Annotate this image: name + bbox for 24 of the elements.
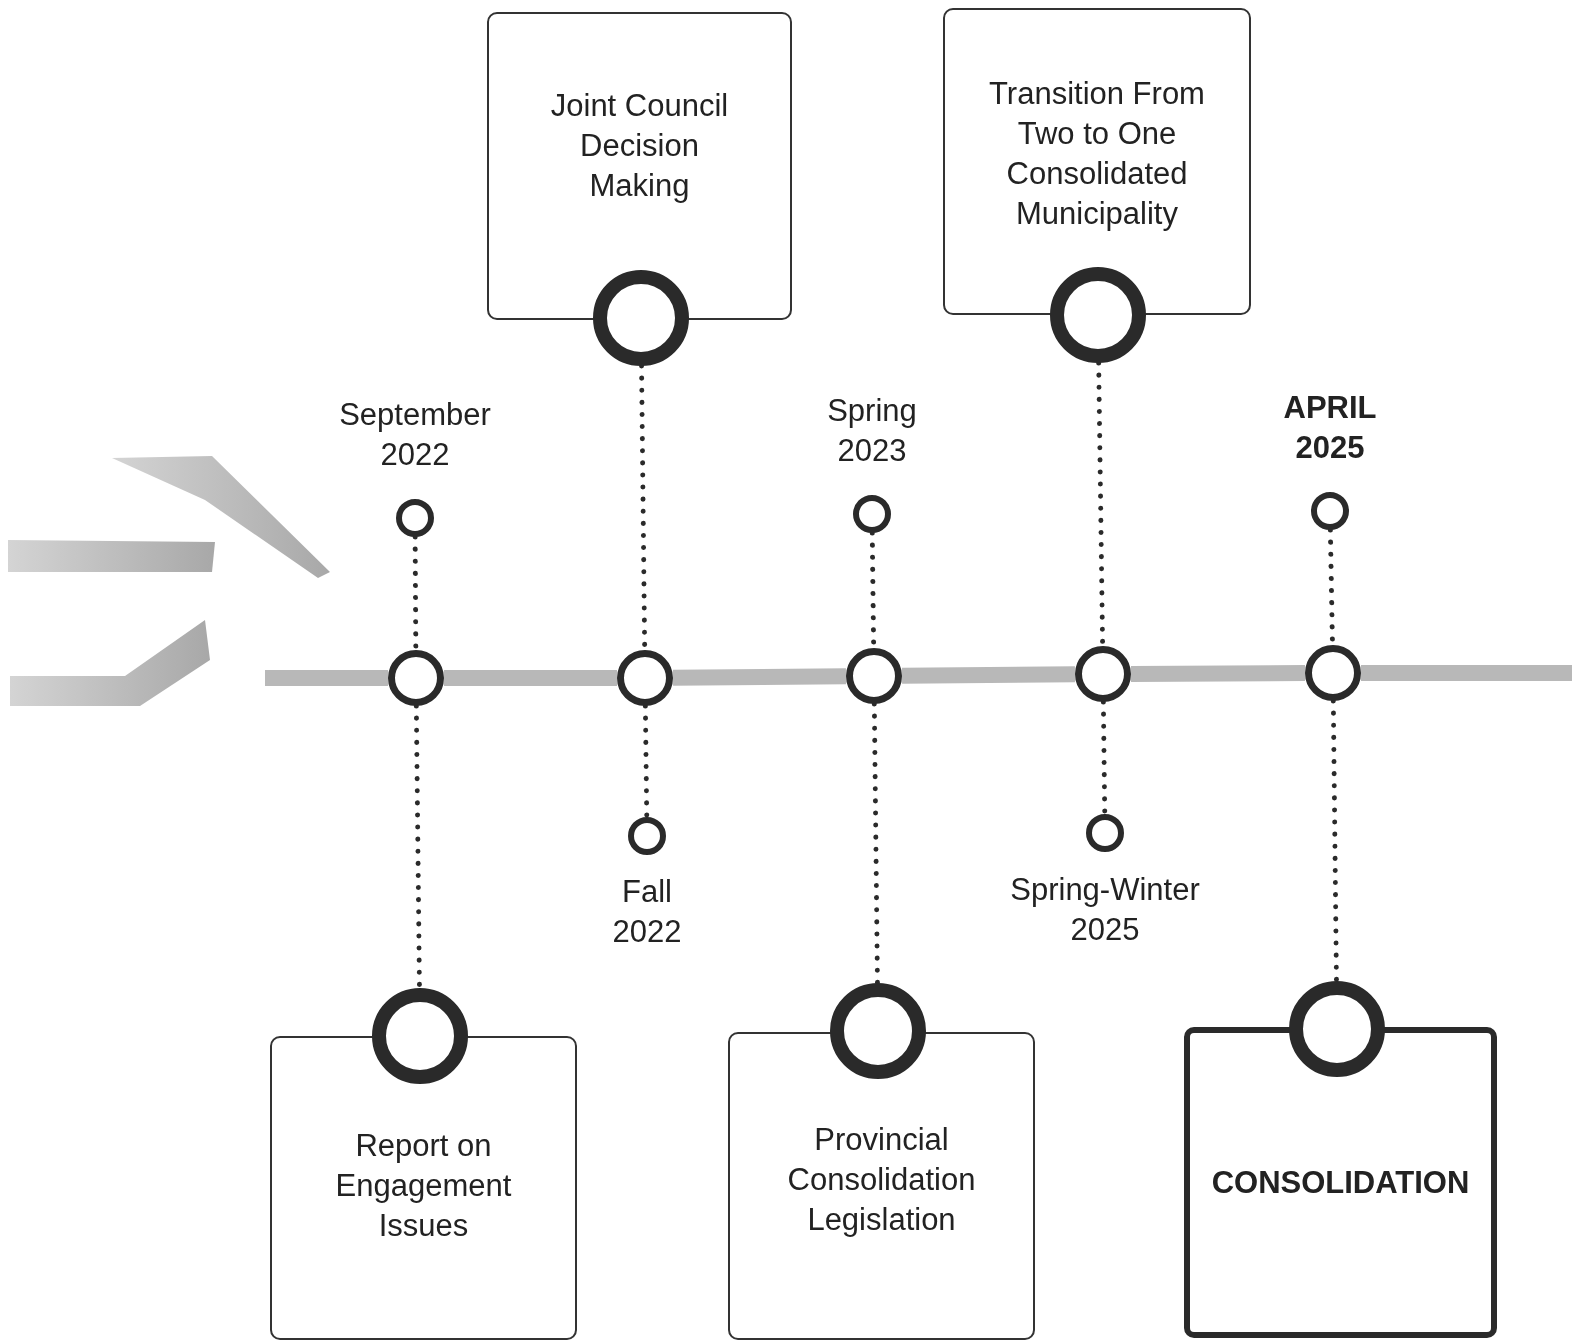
date-label: September 2022: [338, 396, 492, 474]
milestone-text: Provincial Consolidation Legislation: [786, 1121, 977, 1239]
timeline-bar: [1130, 665, 1306, 682]
milestone-text: Joint Council Decision Making: [549, 87, 730, 205]
timeline-bar: [265, 670, 388, 686]
timeline-bar: [672, 668, 847, 686]
timeline-bar: [1361, 665, 1572, 681]
dotted-connector: [871, 701, 880, 986]
milestone-box: [1184, 1027, 1497, 1338]
milestone-box: [270, 1036, 577, 1340]
timeline-bar: [901, 666, 1076, 684]
dotted-connector: [642, 703, 650, 820]
milestone-box: [728, 1032, 1035, 1340]
date-label: Spring-Winter 2025: [1009, 871, 1201, 949]
milestone-box: [943, 8, 1251, 315]
milestone-text: CONSOLIDATION: [1210, 1163, 1471, 1202]
milestone-text: Transition From Two to One Consolidated Municipality: [988, 75, 1206, 233]
date-label: APRIL 2025: [1282, 389, 1378, 467]
date-label: Fall 2022: [611, 873, 683, 951]
milestone-text: Report on Engagement Issues: [334, 1127, 513, 1245]
dotted-connector: [1330, 698, 1339, 984]
milestone-box: [487, 12, 792, 320]
timeline-bar: [444, 670, 617, 686]
date-label: Spring 2023: [826, 392, 918, 470]
